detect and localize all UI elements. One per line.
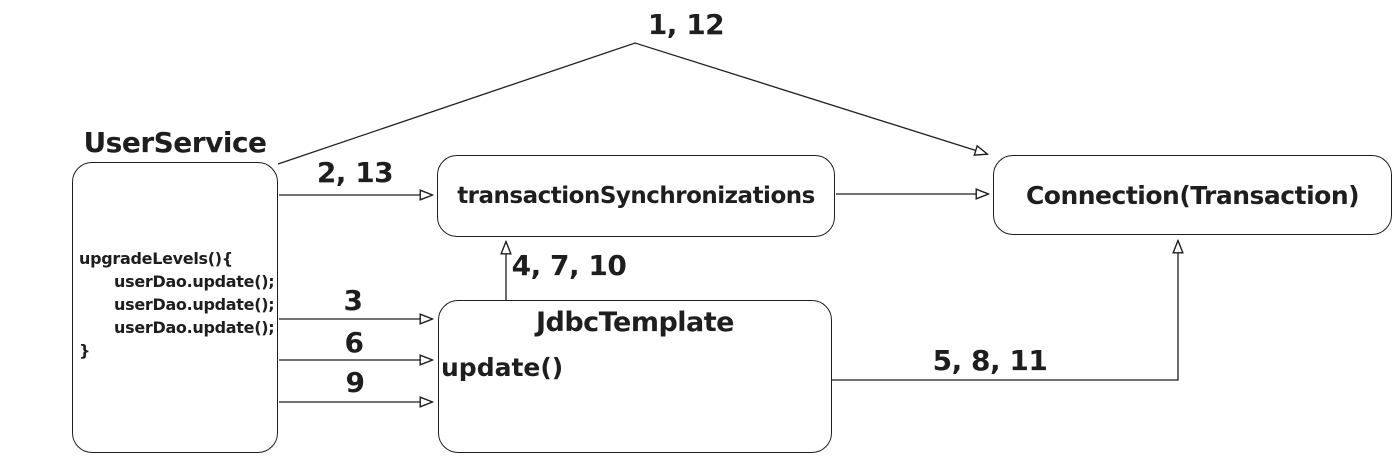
code-line: }	[79, 341, 91, 360]
code-line: userDao.update();	[114, 272, 275, 291]
connection-transaction-label: Connection(Transaction)	[1025, 180, 1360, 210]
edge-user-to-connection	[277, 42, 987, 165]
node-user-service: upgradeLevels(){ userDao.update(); userD…	[72, 162, 278, 453]
edge-label-4-7-10: 4, 7, 10	[511, 249, 627, 282]
edge-label-2-13: 2, 13	[316, 156, 394, 189]
user-service-code: upgradeLevels(){ userDao.update(); userD…	[79, 247, 275, 362]
edge-label-1-12: 1, 12	[647, 8, 725, 41]
node-transaction-synchronizations: transactionSynchronizations	[437, 155, 835, 237]
node-connection-transaction: Connection(Transaction)	[993, 155, 1392, 235]
code-line: userDao.update();	[114, 318, 275, 337]
edge-label-3: 3	[343, 284, 363, 317]
jdbc-template-label: JdbcTemplate	[535, 307, 735, 338]
code-line: upgradeLevels(){	[79, 249, 233, 268]
node-jdbc-template: JdbcTemplate update()	[438, 300, 832, 453]
user-service-title: UserService	[83, 126, 267, 159]
jdbc-update-method-label: update()	[441, 353, 564, 382]
transaction-synchronizations-label: transactionSynchronizations	[457, 183, 815, 209]
code-line: userDao.update();	[114, 295, 275, 314]
edge-label-9: 9	[345, 366, 365, 399]
edge-label-6: 6	[344, 326, 364, 359]
edge-label-5-8-11: 5, 8, 11	[932, 344, 1048, 377]
